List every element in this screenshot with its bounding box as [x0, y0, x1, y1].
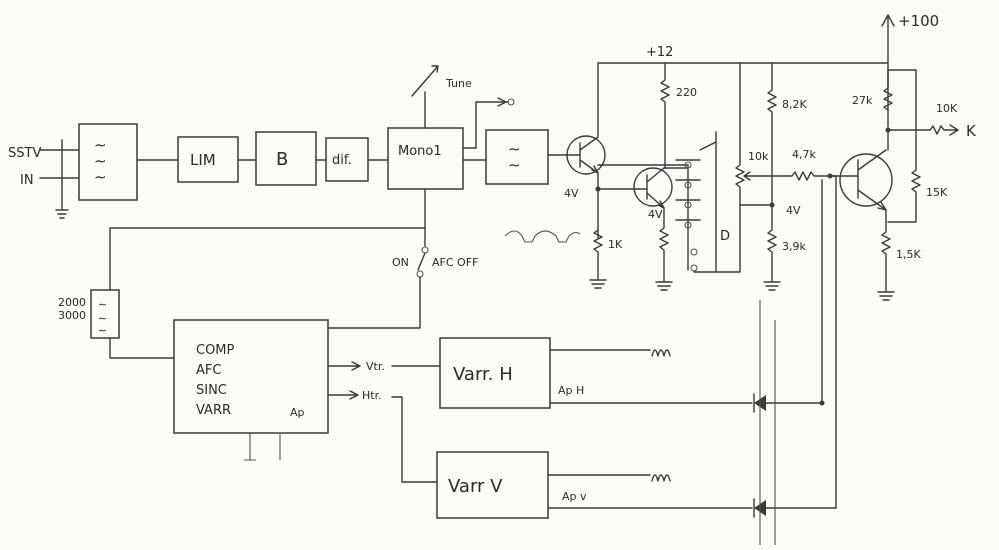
- varr-h-block: Varr. H: [439, 337, 551, 409]
- supply-100-label: +100: [898, 12, 939, 30]
- b-label: B: [276, 149, 288, 170]
- r4k7-label: 4,7k: [792, 148, 816, 161]
- resistor-1k5: [881, 209, 891, 293]
- resistor-27k: [883, 69, 893, 111]
- transistor-q3: [839, 149, 893, 211]
- resistor-220: [660, 62, 670, 169]
- input-wires: [39, 139, 79, 211]
- wire-mono-to-bandpass: [109, 188, 426, 291]
- svg-text:∼: ∼: [94, 168, 107, 186]
- varr-v-label: Varr V: [448, 476, 503, 497]
- comp-line-4: VARR: [196, 403, 231, 418]
- ap-h-label: Ap H: [558, 384, 584, 397]
- ap-v-label: Ap v: [562, 490, 587, 503]
- b-block: B: [255, 131, 317, 186]
- transistor-q1: [565, 135, 606, 175]
- svg-text:∼: ∼: [98, 298, 107, 311]
- afc-switch-lever: [417, 252, 426, 271]
- htr-label: Htr.: [362, 389, 382, 402]
- dif-block: dif.: [325, 137, 369, 182]
- resistor-4k7: [759, 171, 848, 181]
- r15k-label: 15K: [926, 186, 948, 199]
- sstv-input: SSTV IN: [8, 139, 79, 219]
- coil-v-icon: [651, 474, 671, 482]
- ground-q1: [589, 279, 607, 289]
- wire-bp-comp: [109, 337, 175, 359]
- lowpass-block: ∼ ∼: [485, 129, 549, 185]
- comp-ap-label: Ap: [290, 406, 305, 419]
- resistor-15k: [887, 69, 921, 223]
- pot-10k: [735, 62, 745, 206]
- mono-block: Mono1: [387, 127, 464, 190]
- varr-h-label: Varr. H: [453, 364, 513, 385]
- bp-label-2000: 2000: [58, 296, 86, 309]
- output-10k: [887, 124, 959, 136]
- comp-line-1: COMP: [196, 343, 235, 358]
- svg-text:∼: ∼: [508, 156, 521, 174]
- svg-text:220: 220: [676, 86, 697, 99]
- d-label: D: [720, 229, 730, 244]
- switch-on-label: ON: [392, 256, 409, 269]
- v4-right-label: 4V: [786, 204, 801, 217]
- wire-afc-comp: [327, 276, 421, 329]
- coil-h-icon: [651, 349, 671, 357]
- transistor-q2: [623, 167, 673, 209]
- supply-12-label: +12: [646, 45, 673, 60]
- divider-resistors: [767, 62, 777, 283]
- rail-12v: [597, 62, 889, 137]
- resistor-q2-emitter: [659, 207, 669, 283]
- lim-block: LIM: [177, 136, 239, 183]
- vtr-label: Vtr.: [366, 360, 385, 373]
- svg-text:∼: ∼: [98, 324, 107, 337]
- svg-text:∼: ∼: [508, 140, 521, 158]
- lim-label: LIM: [190, 151, 216, 169]
- r1k-label: 1K: [608, 238, 623, 251]
- mono-output-tap: [462, 101, 509, 149]
- svg-text:∼: ∼: [94, 136, 107, 154]
- r39k-label: 3,9k: [782, 240, 806, 253]
- tune-arrow: [411, 65, 439, 129]
- ground-q3: [877, 291, 895, 301]
- tune-label: Tune: [445, 77, 472, 90]
- r8k2-label: 8,2K: [782, 98, 807, 111]
- ground-q2: [655, 281, 673, 291]
- bandpass-2000-3000: ∼ ∼ ∼: [90, 289, 120, 339]
- r27k-label: 27k: [852, 94, 873, 107]
- output-k-label: K: [966, 122, 977, 140]
- ground-divider: [763, 281, 781, 291]
- input-label-in: IN: [20, 173, 34, 188]
- mono-label: Mono1: [398, 144, 442, 159]
- svg-text:∼: ∼: [98, 312, 107, 325]
- input-filter-block: ∼ ∼ ∼: [78, 123, 138, 201]
- r10k-out-label: 10K: [936, 102, 958, 115]
- input-ground: [55, 209, 69, 219]
- varr-v-block: Varr V: [436, 451, 549, 519]
- svg-text:∼: ∼: [94, 152, 107, 170]
- comp-line-3: SINC: [196, 383, 227, 398]
- v4-left-label: 4V: [564, 187, 579, 200]
- svg-text:4V: 4V: [648, 208, 663, 221]
- pulse-waveform: [504, 230, 581, 243]
- resistor-1k: [593, 229, 603, 281]
- switch-afc-off-label: AFC OFF: [432, 256, 478, 269]
- selector-switch: [663, 131, 741, 273]
- dif-label: dif.: [332, 153, 352, 168]
- r1k5-label: 1,5K: [896, 248, 921, 261]
- pot-10k-label: 10k: [748, 150, 769, 163]
- input-label-sstv: SSTV: [8, 146, 41, 161]
- comp-afc-sinc-block: COMP AFC SINC VARR Ap: [173, 319, 329, 434]
- bp-label-3000: 3000: [58, 309, 86, 322]
- comp-line-2: AFC: [196, 363, 221, 378]
